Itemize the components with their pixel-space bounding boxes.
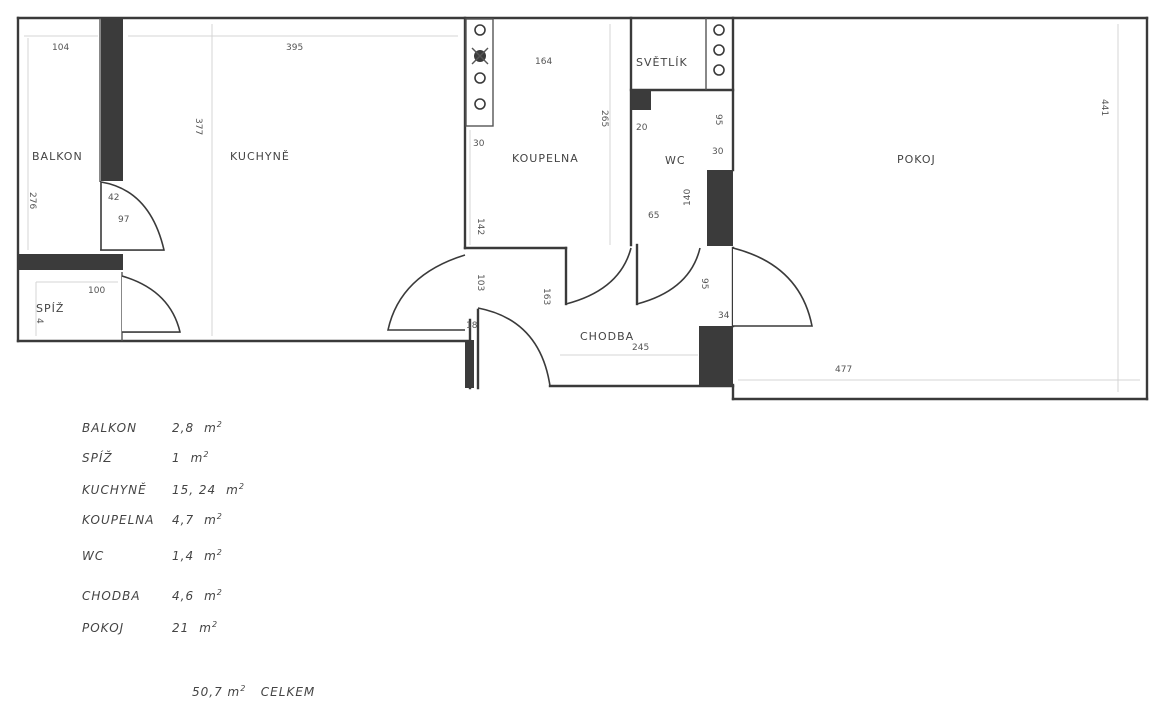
room-label-svetlik: SVĚTLÍK: [636, 56, 688, 69]
legend-room-name: KOUPELNA: [82, 513, 155, 527]
solid-walls: [18, 18, 733, 388]
legend-unit: m: [226, 483, 239, 497]
door-wc: [636, 247, 701, 305]
dim-koupelna-length: 265: [599, 110, 609, 127]
legend-unit: m: [190, 451, 204, 465]
legend-area-value: 15, 24: [172, 483, 217, 497]
total-area-unit: m2: [227, 684, 247, 699]
chimney-icon: [713, 24, 725, 76]
dim-balkon-width: 104: [52, 43, 69, 53]
dim-chodba-163: 163: [541, 288, 551, 305]
legend-unit: m: [204, 421, 217, 435]
door-pokoj: [732, 247, 813, 327]
legend-area-value: 1,4: [172, 549, 195, 563]
door-koupelna: [565, 247, 632, 305]
dim-chodba-18: 18: [466, 321, 478, 331]
room-label-balkon: BALKON: [32, 150, 83, 163]
legend-unit: m: [199, 621, 212, 635]
legend-room-name: CHODBA: [82, 589, 141, 603]
total-area: 50,7 m2 CELKEM: [192, 684, 315, 699]
room-label-koupelna: KOUPELNA: [512, 152, 579, 165]
dim-balkon-door-2: 97: [118, 215, 129, 225]
walls: [16, 16, 1149, 401]
dim-koupelna-30: 30: [473, 139, 485, 149]
legend-unit: m: [204, 589, 217, 603]
dim-koupelna-width: 164: [535, 57, 552, 67]
dim-wc-30: 30: [712, 147, 724, 157]
legend-room-name: WC: [82, 549, 105, 563]
dim-chodba-34: 34: [718, 311, 730, 321]
dim-wc-65: 65: [648, 211, 659, 221]
stove-icon: [465, 18, 494, 127]
room-label-spiz: SPÍŽ: [36, 302, 64, 315]
dim-wc-95: 95: [713, 114, 723, 125]
dim-kuchyne-width: 395: [286, 43, 303, 53]
dim-balkon-door: 42: [108, 193, 119, 203]
dim-spiz-length: 4: [34, 318, 44, 324]
legend-area-value: 2,8: [172, 421, 195, 435]
dim-balkon-length: 276: [27, 192, 37, 209]
room-label-pokoj: POKOJ: [897, 153, 936, 166]
dim-chodba-103: 103: [475, 274, 485, 291]
legend-room-name: BALKON: [82, 421, 138, 435]
dim-pokoj-width: 477: [835, 365, 852, 375]
door-balkon: [100, 181, 166, 251]
legend-area-value: 21: [172, 621, 190, 635]
legend-area-value: 4,6: [172, 589, 195, 603]
dim-pokoj-length: 441: [1099, 99, 1109, 116]
dim-spiz-width: 100: [88, 286, 105, 296]
legend-room-name: KUCHYNĚ: [82, 483, 147, 497]
dim-kuchyne-length: 377: [193, 118, 203, 135]
legend-room-name: POKOJ: [82, 621, 125, 635]
legend-unit: m: [227, 685, 241, 699]
room-label-wc: WC: [665, 154, 686, 167]
dim-wc-140: 140: [683, 189, 693, 206]
door-spiz: [121, 275, 182, 333]
doors: [100, 181, 813, 387]
room-label-kuchyne: KUCHYNĚ: [230, 150, 290, 163]
legend-area-value: 4,7: [172, 513, 195, 527]
dim-koupelna-142: 142: [475, 218, 485, 235]
room-label-chodba: CHODBA: [580, 330, 634, 343]
total-area-label: CELKEM: [260, 685, 316, 699]
legend-unit: m: [204, 549, 217, 563]
legend-room-name: SPÍŽ: [82, 451, 113, 465]
door-entry: [477, 307, 551, 387]
dim-chodba-95: 95: [699, 278, 709, 289]
dim-wc-20: 20: [636, 123, 648, 133]
dimension-guides: [24, 24, 1140, 392]
legend-area-value: 1: [172, 451, 181, 465]
door-kitchen: [387, 254, 466, 331]
dim-chodba-length: 245: [632, 343, 649, 353]
legend-unit: m: [204, 513, 217, 527]
total-area-value: 50,7: [192, 685, 223, 699]
